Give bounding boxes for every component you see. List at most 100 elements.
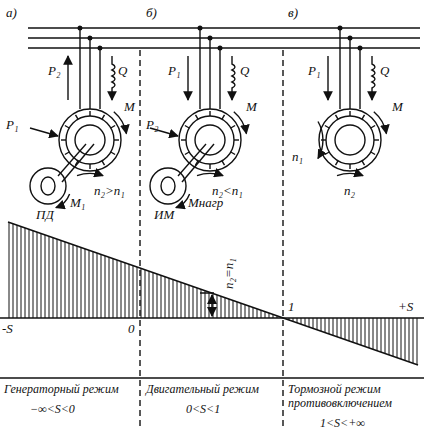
symbol-label: P₁ <box>168 64 180 78</box>
stator <box>59 109 121 171</box>
slot <box>336 161 339 165</box>
supply-wire <box>199 28 200 109</box>
stator-bore <box>326 116 374 164</box>
junction-dot <box>348 36 352 40</box>
junction-dot <box>98 46 102 50</box>
symbol-label: P₂ <box>146 118 158 132</box>
slot <box>336 115 339 119</box>
symbol-label: +S <box>398 300 413 314</box>
coupled-machine-hub <box>41 177 55 195</box>
slot <box>76 115 79 119</box>
shaft-power-arrow <box>30 128 58 136</box>
symbol-label: ИМ <box>154 208 174 222</box>
slot <box>374 139 379 140</box>
slot <box>181 139 186 140</box>
power-arrow <box>327 56 328 100</box>
slot <box>325 152 329 155</box>
slot <box>102 161 105 165</box>
reactive-power-arrow <box>372 56 375 100</box>
symbol-label: Mнагр <box>188 196 223 210</box>
slot <box>371 126 375 129</box>
supply-wire <box>349 38 350 109</box>
slot <box>185 152 189 155</box>
mode-label: 0<S<1 <box>186 402 220 416</box>
junction-dot <box>218 46 222 50</box>
slot <box>114 139 119 140</box>
symbol-label: P₂ <box>48 64 60 78</box>
shaft-torque-arrow <box>56 194 70 208</box>
stator-bore <box>66 116 114 164</box>
symbol-label: M <box>392 100 403 114</box>
symbol-label: Q <box>380 64 389 78</box>
torque-arrow <box>374 112 387 134</box>
slot <box>102 115 105 119</box>
slot <box>362 161 365 165</box>
slot <box>65 152 69 155</box>
supply-wire <box>79 28 80 109</box>
shaft-torque-arrow <box>176 194 190 208</box>
supply-wire <box>359 48 360 109</box>
symbol-label: n₁ <box>292 150 303 164</box>
supply-wire <box>209 38 210 109</box>
supply-wire <box>99 48 100 109</box>
slot <box>89 164 90 169</box>
supply-wire <box>219 48 220 109</box>
symbol-label: -S <box>2 322 13 336</box>
slot <box>325 126 329 129</box>
symbol-label: P₁ <box>308 64 320 78</box>
torque-arrow <box>234 112 247 134</box>
slot <box>196 115 199 119</box>
slot <box>222 161 225 165</box>
slot <box>349 111 350 116</box>
slot <box>362 115 365 119</box>
slot <box>111 126 115 129</box>
slot <box>231 152 235 155</box>
symbol-label: n₂>n₁ <box>94 184 125 198</box>
rotor <box>335 125 365 155</box>
speed-arrow <box>337 173 363 175</box>
shaft <box>182 144 214 182</box>
junction-dot <box>88 36 92 40</box>
reactive-power-arrow <box>232 56 235 100</box>
coupled-machine <box>150 168 186 204</box>
panel-letter: а) <box>6 6 17 20</box>
junction-dot <box>198 26 202 30</box>
mode-label: Генераторный режим <box>4 382 119 396</box>
supply-wire <box>89 38 90 109</box>
junction-dot <box>208 36 212 40</box>
panel-letter: б) <box>146 6 157 20</box>
slot <box>89 111 90 116</box>
symbol-label: Q <box>240 64 249 78</box>
symbol-label: M₁ <box>70 196 85 210</box>
slot <box>209 111 210 116</box>
coupled-machine-hub <box>161 177 175 195</box>
slot <box>65 126 69 129</box>
symbol-label: n₂=n₁ <box>222 257 236 290</box>
reactive-power-arrow <box>112 56 115 100</box>
field-rotation-arrow <box>318 122 323 159</box>
junction-dot <box>78 26 82 30</box>
slot <box>234 139 239 140</box>
slot <box>222 115 225 119</box>
symbol-label: M <box>246 100 257 114</box>
slot <box>231 126 235 129</box>
stator <box>319 109 381 171</box>
coupled-machine <box>30 168 66 204</box>
mode-label: −∞<S<0 <box>30 402 75 416</box>
slot <box>371 152 375 155</box>
slot <box>61 139 66 140</box>
symbol-label: 1 <box>288 300 295 314</box>
junction-dot <box>358 46 362 50</box>
symbol-label: Q <box>118 64 127 78</box>
stator-bore <box>186 116 234 164</box>
symbol-label: 0 <box>128 322 135 336</box>
shaft <box>62 144 94 182</box>
mode-label: Тормозной режим противовключением <box>288 382 422 410</box>
junction-dot <box>338 26 342 30</box>
panel-letter: в) <box>288 6 298 20</box>
torque-arrow <box>114 112 127 134</box>
symbol-label: P₁ <box>6 118 18 132</box>
mode-label: 1<S<+∞ <box>320 416 365 430</box>
